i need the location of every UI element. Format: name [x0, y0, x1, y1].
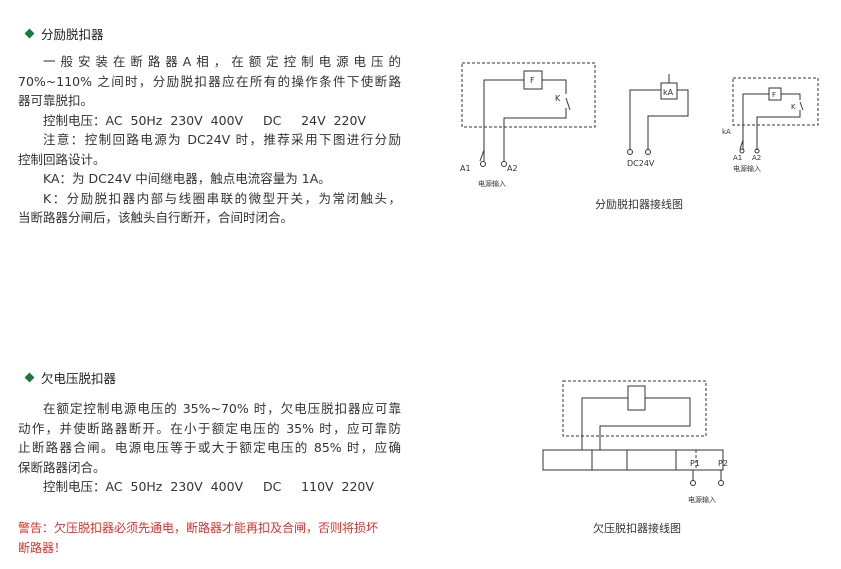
wire	[742, 93, 769, 150]
label-p1: P1	[690, 459, 700, 468]
wire	[503, 108, 567, 161]
label-k-right: K	[791, 103, 796, 111]
label-p2: P2	[718, 459, 728, 468]
label-k: K	[555, 94, 561, 103]
text-line: 止断路器合闸。电源电压等于或大于额定电压的 85% 时，应确	[18, 440, 401, 455]
label-a1: A1	[460, 164, 471, 173]
text-line: 器可靠脱扣。	[18, 93, 94, 108]
text-line: K：分励脱扣器内部与线圈串联的微型开关，为常闭触头，	[43, 190, 401, 206]
label-power-input-right: 电源输入	[733, 164, 761, 173]
label-ka: kA	[663, 88, 674, 97]
label-f: F	[530, 76, 535, 85]
label-ka-right: kA	[722, 128, 731, 136]
terminal-a1	[480, 161, 486, 167]
terminal	[627, 149, 633, 155]
dashed-enclosure	[562, 380, 707, 437]
label-dc24v: DC24V	[627, 159, 655, 168]
section-heading-undervoltage-release: 欠电压脱扣器	[24, 368, 116, 387]
warning-text: 警告：欠压脱扣器必须先通电，断路器才能再扣及合闸，否则将损坏 断路器！	[18, 518, 408, 558]
diamond-bullet-icon	[24, 28, 35, 39]
wire	[756, 110, 801, 150]
text-line: 一般安装在断路器A相，在额定控制电源电压的	[43, 54, 401, 69]
section-heading-text: 欠电压脱扣器	[41, 371, 117, 386]
text-line: 注意：控制回路电源为 DC24V 时，推荐采用下图进行分励	[43, 132, 401, 147]
switch-contact	[565, 97, 571, 111]
coil-box	[627, 385, 646, 411]
diagram-caption-undervoltage: 欠压脱扣器接线图	[593, 522, 681, 535]
terminal-block	[542, 449, 724, 471]
section-heading-shunt-release: 分励脱扣器	[24, 24, 104, 43]
label-a2-right: A2	[752, 154, 761, 162]
wire	[483, 79, 524, 161]
text-line: 70%~110% 之间时，分励脱扣器应在所有的操作条件下使断路	[18, 73, 401, 89]
switch-contact	[479, 149, 485, 162]
section-heading-text: 分励脱扣器	[41, 27, 104, 42]
terminal	[645, 149, 651, 155]
terminal-p2	[718, 480, 724, 486]
label-a2: A2	[507, 164, 518, 173]
diamond-bullet-icon	[24, 372, 35, 383]
wire	[629, 89, 661, 150]
text-line: 当断路器分闸后，该触头自行断开，合间时闭合。	[18, 210, 294, 225]
shunt-release-wiring-diagram: F K A1 A2 电源输入 kA DC24V F K kA A1 A2 电源输…	[460, 62, 819, 188]
control-voltage-line: 控制电压：AC 50Hz 230V 400V DC 110V 220V	[43, 479, 374, 494]
diagram-caption-shunt: 分励脱扣器接线图	[595, 198, 683, 211]
shunt-release-description: 一般安装在断路器A相，在额定控制电源电压的 70%~110% 之间时，分励脱扣器…	[18, 52, 401, 228]
wire	[542, 79, 567, 94]
text-line: 动作，并使断路器断开。在小于额定电压的 35% 时，应可靠防	[18, 420, 401, 436]
terminal-a2-right	[754, 148, 760, 154]
text-line: KA：为 DC24V 中间继电器，触点电流容量为 1A。	[43, 171, 331, 186]
control-voltage-line: 控制电压：AC 50Hz 230V 400V DC 24V 220V	[43, 112, 366, 128]
terminal-a2	[501, 161, 507, 167]
dashed-enclosure-right	[732, 77, 819, 126]
switch-contact	[799, 101, 804, 111]
wire	[599, 397, 691, 450]
label-f-right: F	[772, 91, 776, 99]
warning-line: 断路器！	[18, 541, 67, 555]
warning-line: 警告：欠压脱扣器必须先通电，断路器才能再扣及合闸，否则将损坏	[18, 521, 379, 535]
switch-contact	[739, 139, 744, 150]
terminal-p1	[690, 480, 696, 486]
label-a1-right: A1	[733, 154, 742, 162]
label-power-input: 电源输入	[688, 495, 716, 504]
wire	[581, 397, 628, 450]
label-power-input: 电源输入	[478, 179, 506, 188]
text-line: 控制回路设计。	[18, 151, 106, 167]
text-line: 保断路器闭合。	[18, 459, 106, 475]
terminal-a1-right	[739, 148, 745, 154]
text-line: 在额定控制电源电压的 35%~70% 时，欠电压脱扣器应可靠	[43, 401, 401, 416]
wire	[781, 93, 801, 100]
wire	[647, 89, 689, 150]
undervoltage-release-description: 在额定控制电源电压的 35%~70% 时，欠电压脱扣器应可靠 动作，并使断路器断…	[18, 399, 401, 497]
undervoltage-release-wiring-diagram: P1 P2 电源输入	[542, 380, 728, 504]
dashed-enclosure	[461, 62, 596, 128]
